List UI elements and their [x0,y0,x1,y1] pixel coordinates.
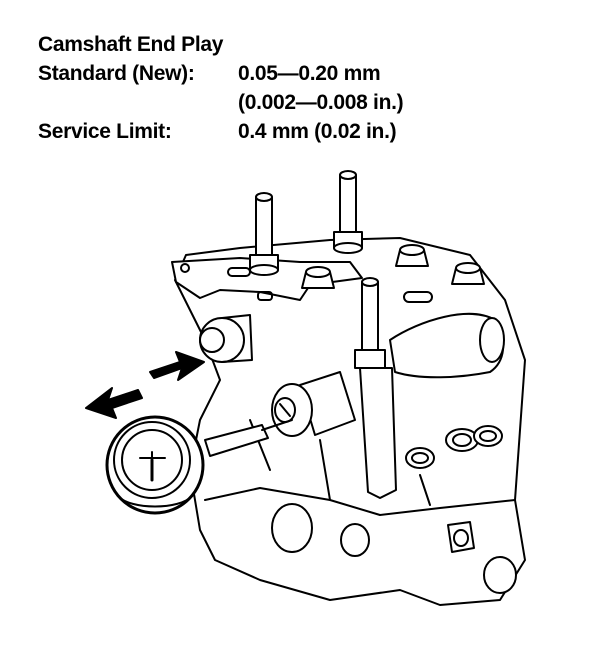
mounting-bolt [447,521,475,553]
bolt [301,266,335,289]
head-gasket-face [204,487,516,516]
limit-label: Service Limit: [38,120,172,143]
dial-indicator [105,415,293,515]
bolt [395,244,429,267]
camshaft-front-end [271,371,356,437]
spec-title: Camshaft End Play [38,33,224,56]
valve-spring-seat [405,447,435,469]
valve-spring-seat [445,428,479,452]
bolt [451,262,485,285]
cam-holder-post [359,367,397,499]
limit-value: 0.4 mm (0.02 in.) [238,120,397,143]
cam-end-plug [199,314,253,363]
standard-value-inch: (0.002—0.008 in.) [238,91,404,114]
arrow-left [85,387,143,419]
coolant-port [271,503,313,553]
camshaft-end [479,317,505,363]
standard-label: Standard (New): [38,62,195,85]
coolant-port [340,523,370,557]
stud-front [354,277,386,369]
bracket-hole [180,263,190,273]
standard-value: 0.05—0.20 mm [238,62,381,85]
valve-spring-seat [473,425,503,447]
bracket-slot [257,291,273,301]
stud-center [333,170,363,254]
coolant-port [483,556,517,594]
arrow-right [149,351,205,381]
stud-left [249,192,279,276]
cam-slot [403,291,433,303]
